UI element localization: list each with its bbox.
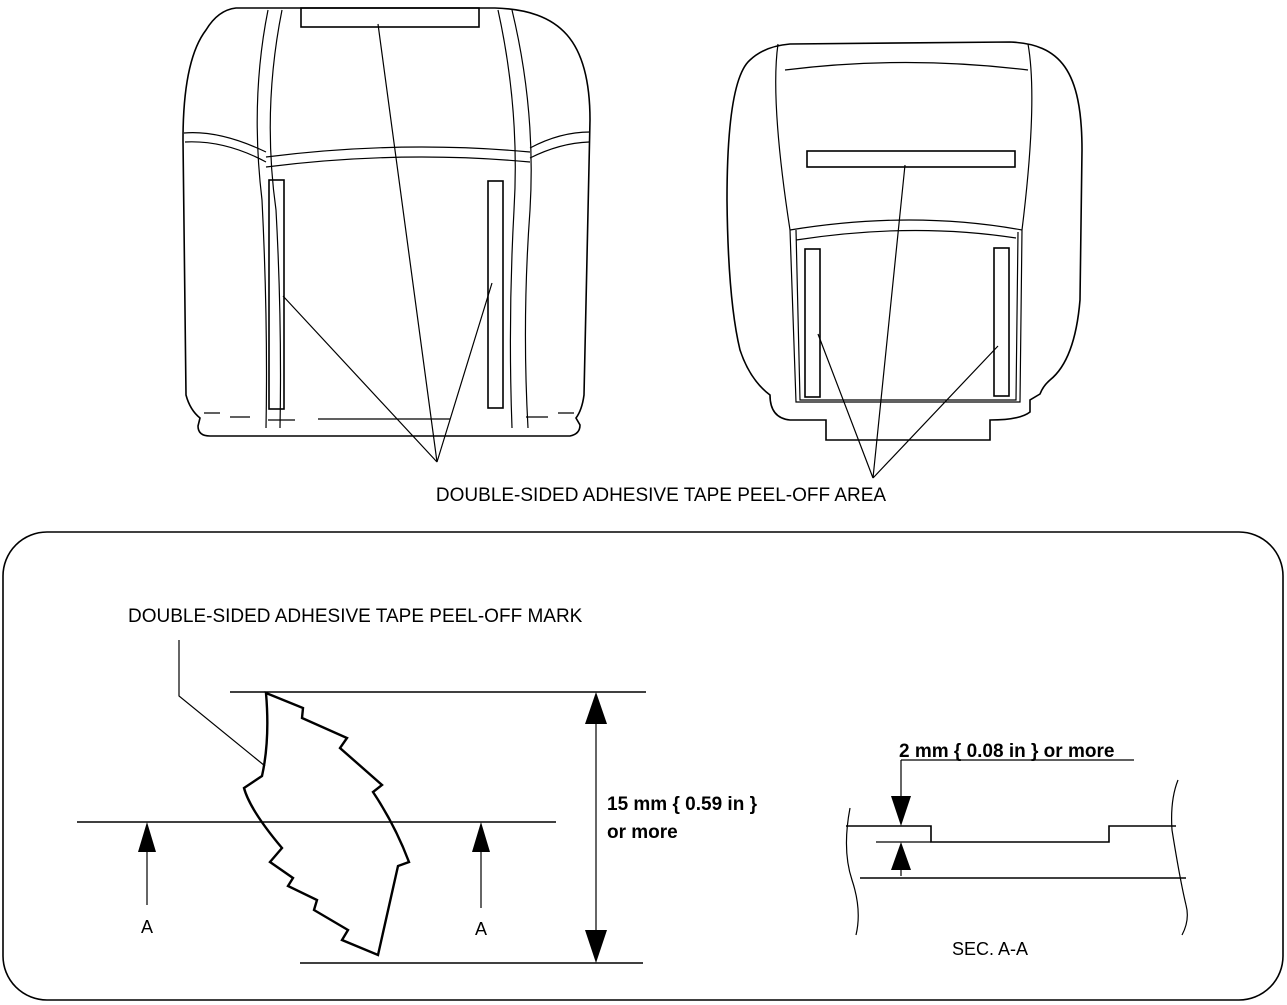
section-aa-view: [845, 759, 1188, 936]
peel-off-mark-shape: [242, 691, 411, 957]
peel-off-mark-label: DOUBLE-SIDED ADHESIVE TAPE PEEL-OFF MARK: [128, 606, 583, 627]
height-dimension-arrow: [585, 692, 607, 963]
cushion-right-tape: [993, 247, 1010, 397]
cushion-top-tape: [806, 150, 1016, 168]
height-spec-line1: 15 mm { 0.59 in }: [607, 794, 758, 815]
height-spec-line2: or more: [607, 822, 678, 843]
section-arrow-left: [138, 822, 156, 905]
section-arrow-right: [472, 822, 490, 908]
section-label-left: A: [141, 917, 153, 937]
left-seat-right-tape: [487, 180, 504, 409]
detail-panel-frame: [2, 531, 1284, 1001]
left-seat-left-tape: [268, 179, 285, 410]
peel-off-area-label: DOUBLE-SIDED ADHESIVE TAPE PEEL-OFF AREA: [436, 485, 886, 506]
section-caption: SEC. A-A: [952, 939, 1028, 959]
depth-spec-label: 2 mm { 0.08 in } or more: [899, 741, 1114, 762]
seatback-illustration: [182, 7, 591, 463]
left-seat-top-tape: [300, 7, 480, 28]
cushion-illustration: [726, 41, 1083, 479]
section-label-right: A: [475, 919, 487, 939]
peel-off-mark-leader: [178, 640, 266, 767]
cushion-left-tape: [804, 248, 821, 398]
